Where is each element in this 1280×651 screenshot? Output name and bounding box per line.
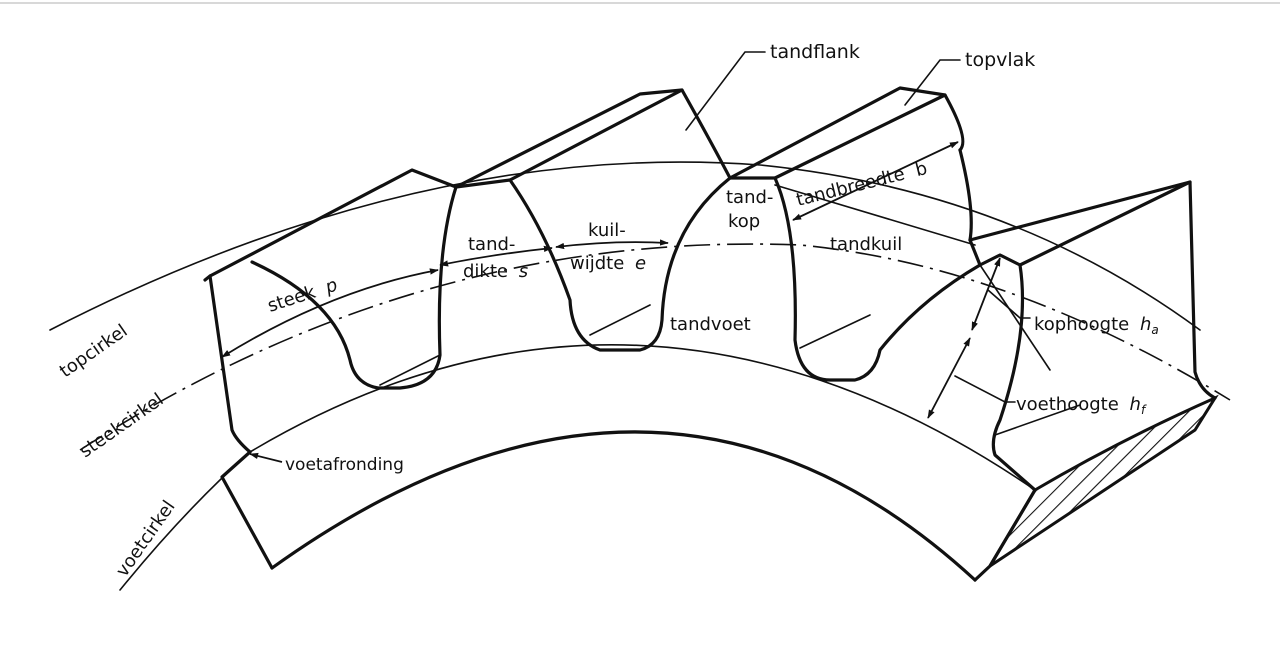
foot-circle-arc — [249, 343, 1036, 491]
tooth-3-flank-back — [958, 148, 973, 242]
label-tand-dikte: dikte s — [463, 261, 528, 282]
dedendum-arrow — [927, 337, 971, 419]
label-voethoogte: voethoogte hf — [1016, 394, 1147, 417]
tooth-3-front — [728, 176, 982, 382]
root-hint-2 — [589, 304, 651, 336]
label-voetcirkel: voetcirkel — [112, 497, 180, 581]
label-tandkuil: tandkuil — [830, 234, 902, 255]
tooth-1-side — [203, 274, 212, 282]
label-kophoogte: kophoogte ha — [1034, 314, 1159, 337]
label-kuil-wijdte-1: kuil- — [588, 220, 626, 241]
gear-inner-arc — [270, 430, 977, 582]
tooth-3-top — [728, 86, 965, 180]
pitch-arrow — [221, 268, 439, 358]
tooth-4-top — [968, 180, 1217, 400]
addendum-arrow — [971, 257, 1001, 331]
face-width-arrow — [792, 141, 959, 221]
label-tand-kop-2: kop — [728, 211, 760, 232]
label-steekcirkel: steekcirkel — [76, 389, 168, 462]
gear-left-face-bottom — [220, 450, 274, 570]
label-topvlak: topvlak — [965, 49, 1035, 71]
leader-kophoogte — [987, 289, 1031, 319]
label-tandvoet: tandvoet — [670, 314, 751, 335]
label-tand-kop-1: tand- — [726, 187, 773, 208]
leader-voethoogte — [954, 375, 1016, 403]
tooth-4-back — [1018, 180, 1192, 267]
tooth-1 — [208, 168, 458, 454]
cut-section-hatch — [988, 394, 1219, 568]
root-hint-4 — [994, 404, 1081, 436]
tooth-2-top — [454, 88, 732, 189]
tooth-thickness-arrow — [439, 245, 553, 267]
root-hint-3 — [799, 314, 871, 349]
leader-topvlak — [904, 59, 961, 106]
tooth-4-front — [968, 238, 1037, 492]
top-circle — [49, 161, 1201, 331]
label-tandflank: tandflank — [770, 41, 860, 63]
tooth-2-front — [454, 176, 732, 352]
root-hint-1 — [379, 354, 441, 386]
label-topcirkel: topcirkel — [56, 320, 132, 382]
label-kuil-wijdte: wijdte e — [570, 253, 646, 274]
leader-tandflank — [685, 51, 766, 131]
tooth-2-back — [508, 88, 684, 182]
label-voetafronding: voetafronding — [285, 455, 404, 475]
label-tand-dikte-1: tand- — [468, 234, 515, 255]
leader-voetafronding — [249, 452, 283, 463]
foot-circle-ext — [119, 451, 251, 591]
label-steek: steek p — [265, 274, 340, 316]
space-width-arrow — [555, 239, 669, 250]
